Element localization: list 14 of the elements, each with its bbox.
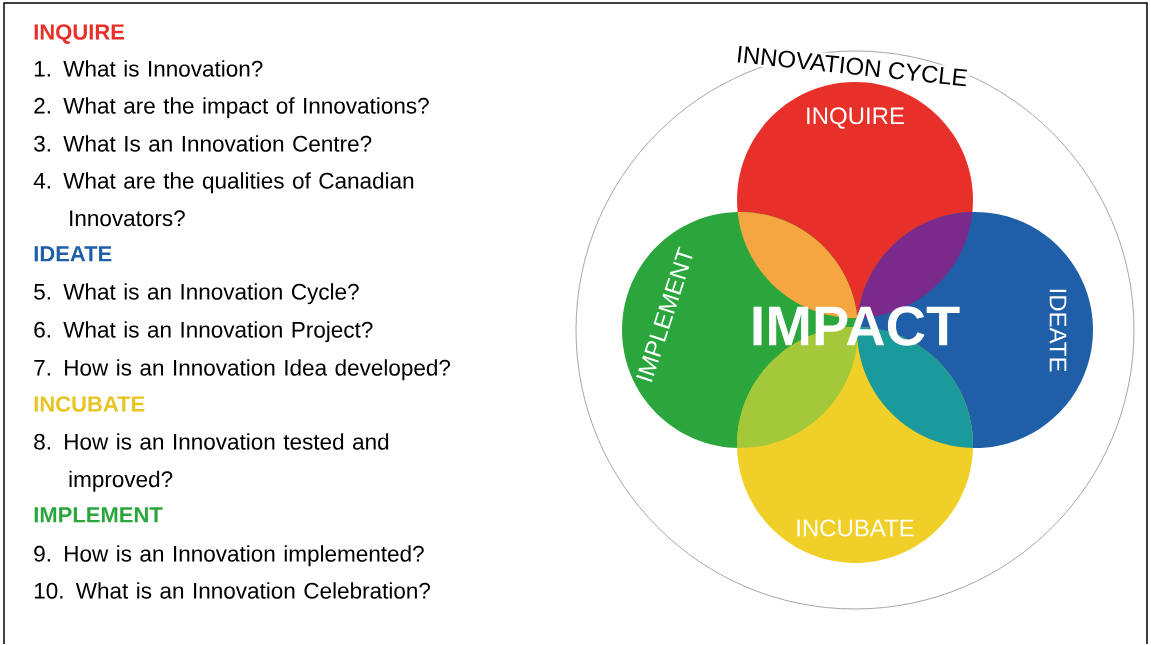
question-text: 8. How is an Innovation tested and improved?: [34, 433, 389, 492]
section-heading: INCUBATE: [34, 396, 145, 412]
section-heading: IDEATE: [34, 246, 112, 262]
question-text: 9. How is an Innovation implemented?: [34, 545, 424, 567]
question-text: 7. How is an Innovation Idea developed?: [34, 359, 451, 381]
question-text: 10. What is an Innovation Celebration?: [34, 582, 431, 599]
question-text: 3. What Is an Innovation Centre?: [34, 135, 372, 152]
question-text: 4. What are the qualities of Canadian Innovators?: [33, 172, 414, 227]
question-text: 2. What are the impact of Innovations?: [34, 97, 429, 119]
section-heading: IMPLEMENT: [34, 507, 163, 523]
section-heading: INQUIRE: [34, 24, 125, 44]
question-text: 5. What is an Innovation Cycle?: [34, 283, 359, 305]
question-text: 6. What is an Innovation Project?: [34, 321, 373, 343]
question-text: 1. What is Innovation?: [34, 60, 263, 77]
